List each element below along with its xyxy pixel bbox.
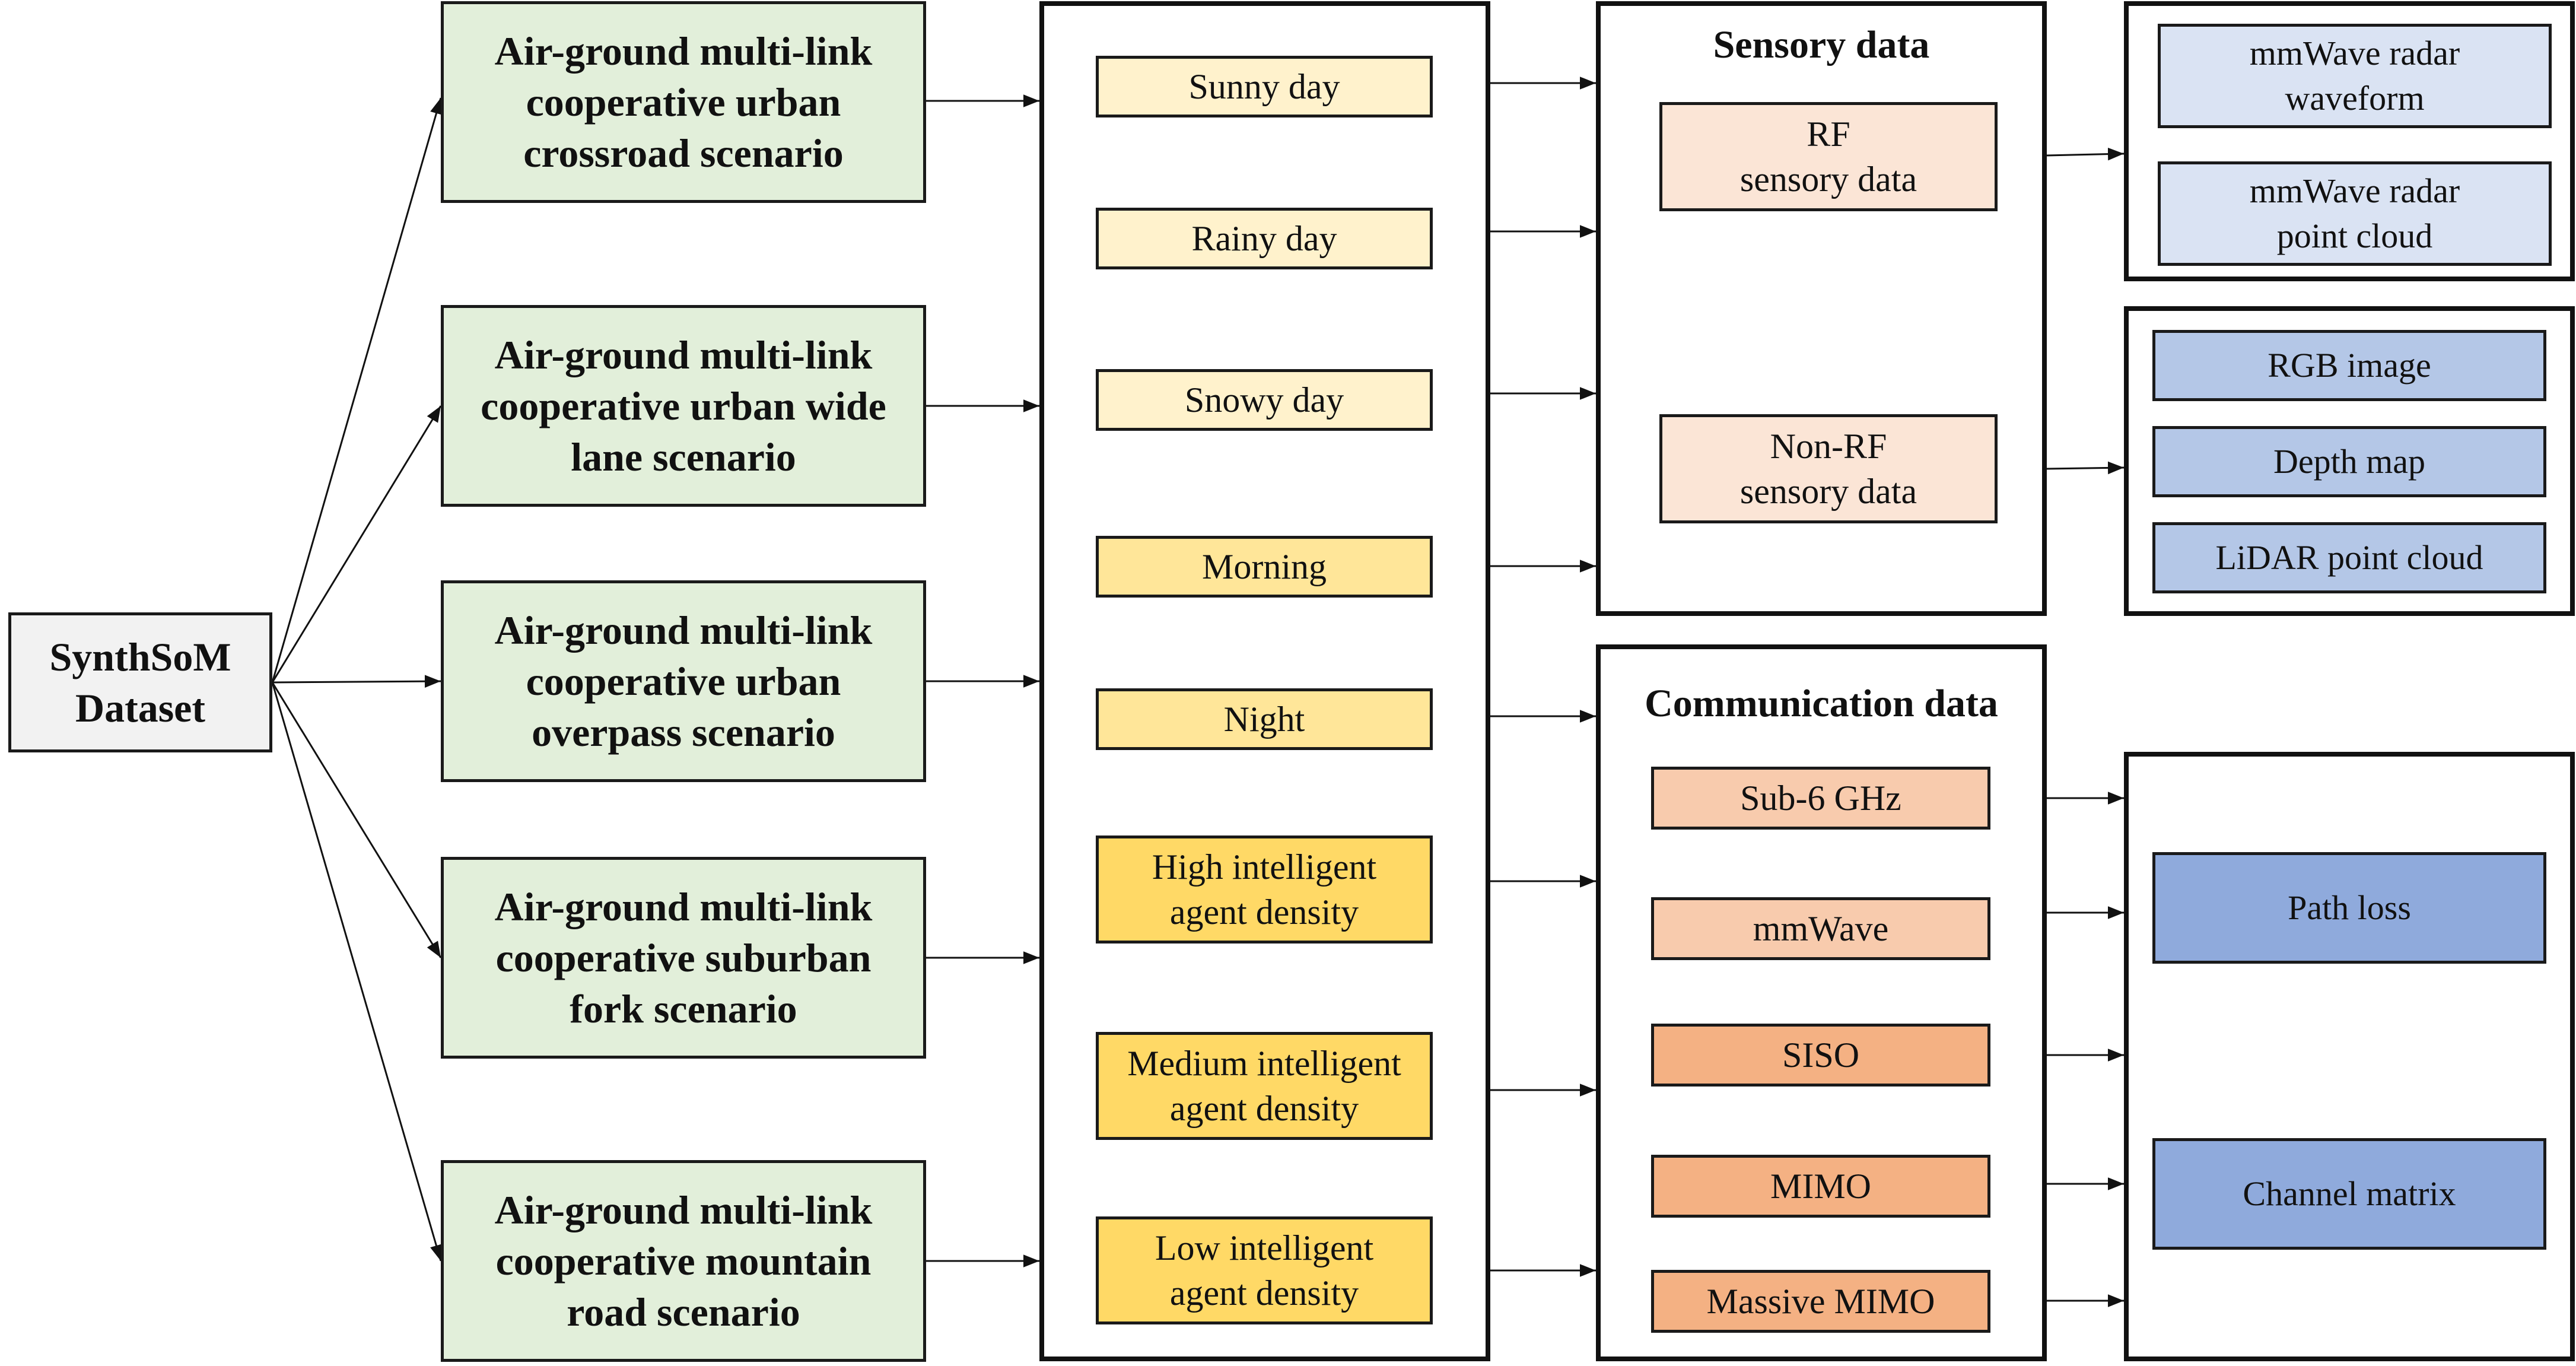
comm-output-container	[2124, 752, 2575, 1361]
communication-data-title: Communication data	[1645, 682, 1998, 725]
condition-node: Night	[1096, 688, 1433, 750]
root-node: SynthSoM Dataset	[8, 612, 272, 752]
comm-item-node: Sub-6 GHz	[1651, 767, 1990, 830]
comm-output-node: Path loss	[2152, 852, 2546, 964]
connector-arrow	[2046, 147, 2125, 161]
condition-node: Medium intelligent agent density	[1096, 1032, 1433, 1140]
condition-node: Low intelligent agent density	[1096, 1216, 1433, 1324]
non-rf-output-node: Depth map	[2152, 426, 2546, 497]
comm-item-node: mmWave	[1651, 897, 1990, 960]
rf-output-node: mmWave radar point cloud	[2158, 161, 2552, 266]
scenario-node: Air-ground multi-link cooperative suburb…	[441, 857, 926, 1059]
scenario-node: Air-ground multi-link cooperative urban …	[441, 1, 926, 203]
condition-node: Rainy day	[1096, 208, 1433, 269]
communication-data-container	[1596, 644, 2047, 1361]
rf-output-node: mmWave radar waveform	[2158, 24, 2552, 128]
connector-arrow	[271, 682, 443, 1262]
scenario-node: Air-ground multi-link cooperative urban …	[441, 305, 926, 507]
connector-arrow	[271, 682, 442, 958]
sensory-data-title: Sensory data	[1713, 23, 1930, 66]
condition-node: Sunny day	[1096, 56, 1433, 117]
connector-arrow	[271, 405, 442, 683]
connector-arrow	[272, 675, 441, 688]
scenario-node: Air-ground multi-link cooperative mounta…	[441, 1160, 926, 1362]
scenario-node: Air-ground multi-link cooperative urban …	[441, 580, 926, 782]
connector-arrow	[271, 97, 443, 683]
connector-arrow	[2046, 461, 2125, 475]
non-rf-output-node: RGB image	[2152, 330, 2546, 401]
non-rf-output-node: LiDAR point cloud	[2152, 522, 2546, 593]
conditions-container	[1039, 1, 1490, 1361]
comm-item-node: Massive MIMO	[1651, 1270, 1990, 1333]
comm-item-node: SISO	[1651, 1024, 1990, 1087]
comm-output-node: Channel matrix	[2152, 1138, 2546, 1250]
non-rf-sensory-node: Non-RF sensory data	[1659, 414, 1998, 523]
comm-item-node: MIMO	[1651, 1155, 1990, 1218]
sensory-data-container	[1596, 1, 2047, 616]
condition-node: High intelligent agent density	[1096, 836, 1433, 944]
rf-sensory-node: RF sensory data	[1659, 102, 1998, 211]
condition-node: Snowy day	[1096, 369, 1433, 431]
condition-node: Morning	[1096, 536, 1433, 598]
